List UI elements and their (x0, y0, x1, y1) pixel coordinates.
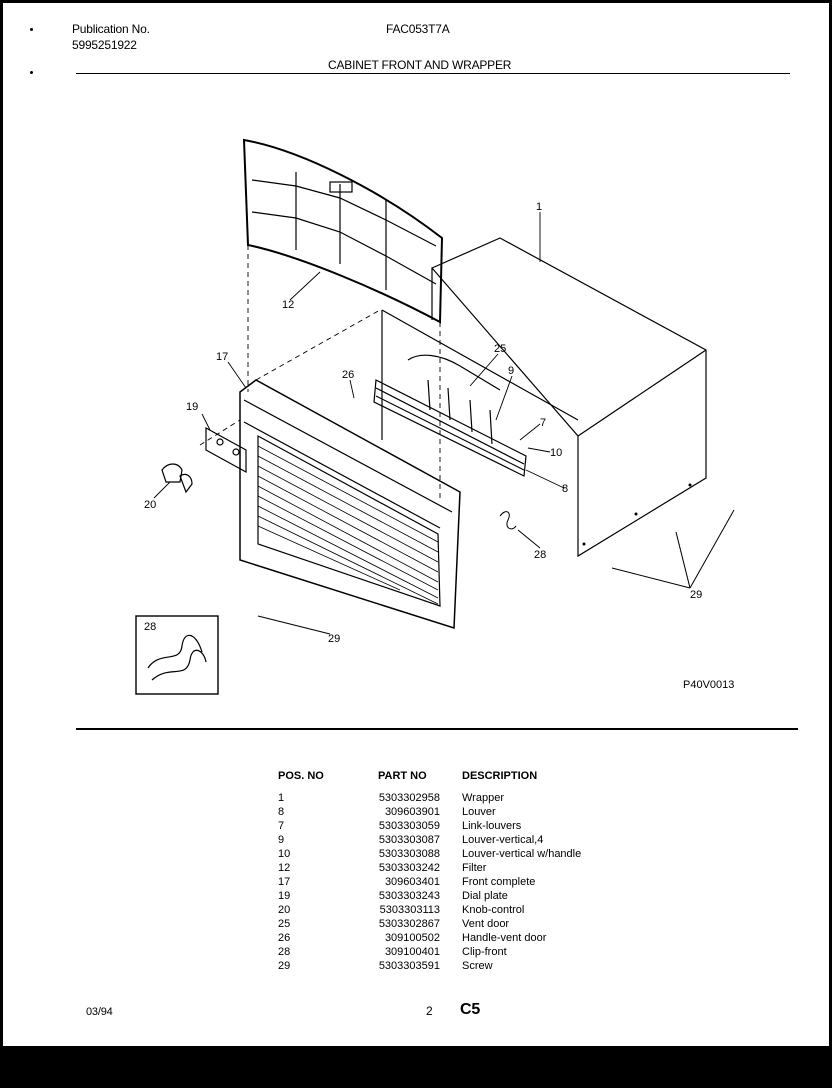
pos-number-cell: 20 (278, 904, 291, 916)
part-number-cell: 5303302867 (378, 918, 440, 930)
inset-box (135, 615, 219, 695)
drawing-id: P40V0013 (683, 679, 734, 691)
pos-number-cell: 7 (278, 820, 285, 832)
part-number-cell: 309603901 (384, 806, 440, 818)
page-frame-right (829, 0, 832, 1088)
front-complete-panel (239, 379, 461, 630)
callout-29: 29 (328, 633, 340, 645)
description-cell: Screw (462, 960, 493, 972)
grille-slats (257, 445, 439, 605)
part-number-cell: 5303302958 (378, 792, 440, 804)
callout-12: 12 (282, 299, 294, 311)
description-cell: Link-louvers (462, 820, 522, 832)
pos-number-cell: 17 (278, 876, 291, 888)
page-frame-bottom (0, 1046, 832, 1088)
pos-number-cell: 28 (278, 946, 291, 958)
part-number-cell: 5303303242 (378, 862, 440, 874)
section-divider (76, 728, 798, 730)
exploded-view-diagram: 1 12 17 19 20 25 26 9 7 10 8 28 29 29 28… (135, 138, 735, 695)
description-cell: Filter (462, 862, 487, 874)
description-cell: Louver-vertical,4 (462, 834, 544, 846)
column-header-pos: POS. NO (278, 770, 324, 782)
footer-date: 03/94 (86, 1006, 113, 1018)
footer-page-number: 2 (426, 1004, 433, 1018)
column-header-description: DESCRIPTION (462, 770, 538, 782)
part-number-cell: 5303303243 (378, 890, 440, 902)
description-cell: Clip-front (462, 946, 507, 958)
clip-front-icon (147, 634, 207, 681)
description-cell: Louver-vertical w/handle (462, 848, 582, 860)
scan-dot (30, 71, 33, 74)
callout-29: 29 (690, 589, 702, 601)
description-cell: Front complete (462, 876, 536, 888)
louver-assembly (373, 354, 527, 477)
callout-28: 28 (534, 549, 546, 561)
description-cell: Knob-control (462, 904, 525, 916)
callout-19: 19 (186, 401, 198, 413)
page-frame-left (0, 0, 3, 1088)
callout-10: 10 (550, 447, 562, 459)
part-number-cell: 309603401 (384, 876, 440, 888)
callout-1: 1 (536, 201, 542, 213)
pos-number-cell: 8 (278, 806, 285, 818)
filter-grid (242, 138, 444, 324)
column-header-part: PART NO (378, 770, 427, 782)
part-number-cell: 5303303059 (378, 820, 440, 832)
part-number-cell: 5303303088 (378, 848, 440, 860)
description-cell: Louver (462, 806, 496, 818)
pos-number-cell: 1 (278, 792, 285, 804)
page-frame-top (0, 0, 832, 3)
part-number-cell: 5303303113 (379, 904, 440, 916)
description-cell: Vent door (462, 918, 510, 930)
scan-dot (30, 28, 33, 31)
pos-number-cell: 29 (278, 960, 291, 972)
callout-28: 28 (144, 621, 156, 633)
pos-number-cell: 19 (278, 890, 291, 902)
pos-number-cell: 9 (278, 834, 285, 846)
description-cell: Handle-vent door (462, 932, 547, 944)
pos-number-cell: 25 (278, 918, 291, 930)
part-number-cell: 5303303591 (378, 960, 440, 972)
part-number-cell: 309100502 (384, 932, 440, 944)
publication-label: Publication No. (72, 22, 150, 36)
pos-number-cell: 26 (278, 932, 291, 944)
callout-9: 9 (508, 365, 514, 377)
section-title: CABINET FRONT AND WRAPPER (328, 58, 512, 72)
pos-number-cell: 12 (278, 862, 291, 874)
callout-20: 20 (144, 499, 156, 511)
footer-code: C5 (460, 1001, 481, 1018)
callout-8: 8 (562, 483, 568, 495)
part-number-cell: 309100401 (384, 946, 440, 958)
callout-26: 26 (342, 369, 354, 381)
wrapper-cabinet (381, 237, 707, 558)
callout-17: 17 (216, 351, 228, 363)
header-rule (76, 73, 790, 74)
part-number-cell: 5303303087 (378, 834, 440, 846)
dial-plate-and-knobs (161, 426, 247, 494)
callout-7: 7 (540, 417, 546, 429)
description-cell: Wrapper (462, 792, 504, 804)
description-cell: Dial plate (462, 890, 508, 902)
callout-25: 25 (494, 343, 506, 355)
model-number: FAC053T7A (386, 22, 450, 36)
pos-number-cell: 10 (278, 848, 291, 860)
publication-number: 5995251922 (72, 38, 137, 52)
